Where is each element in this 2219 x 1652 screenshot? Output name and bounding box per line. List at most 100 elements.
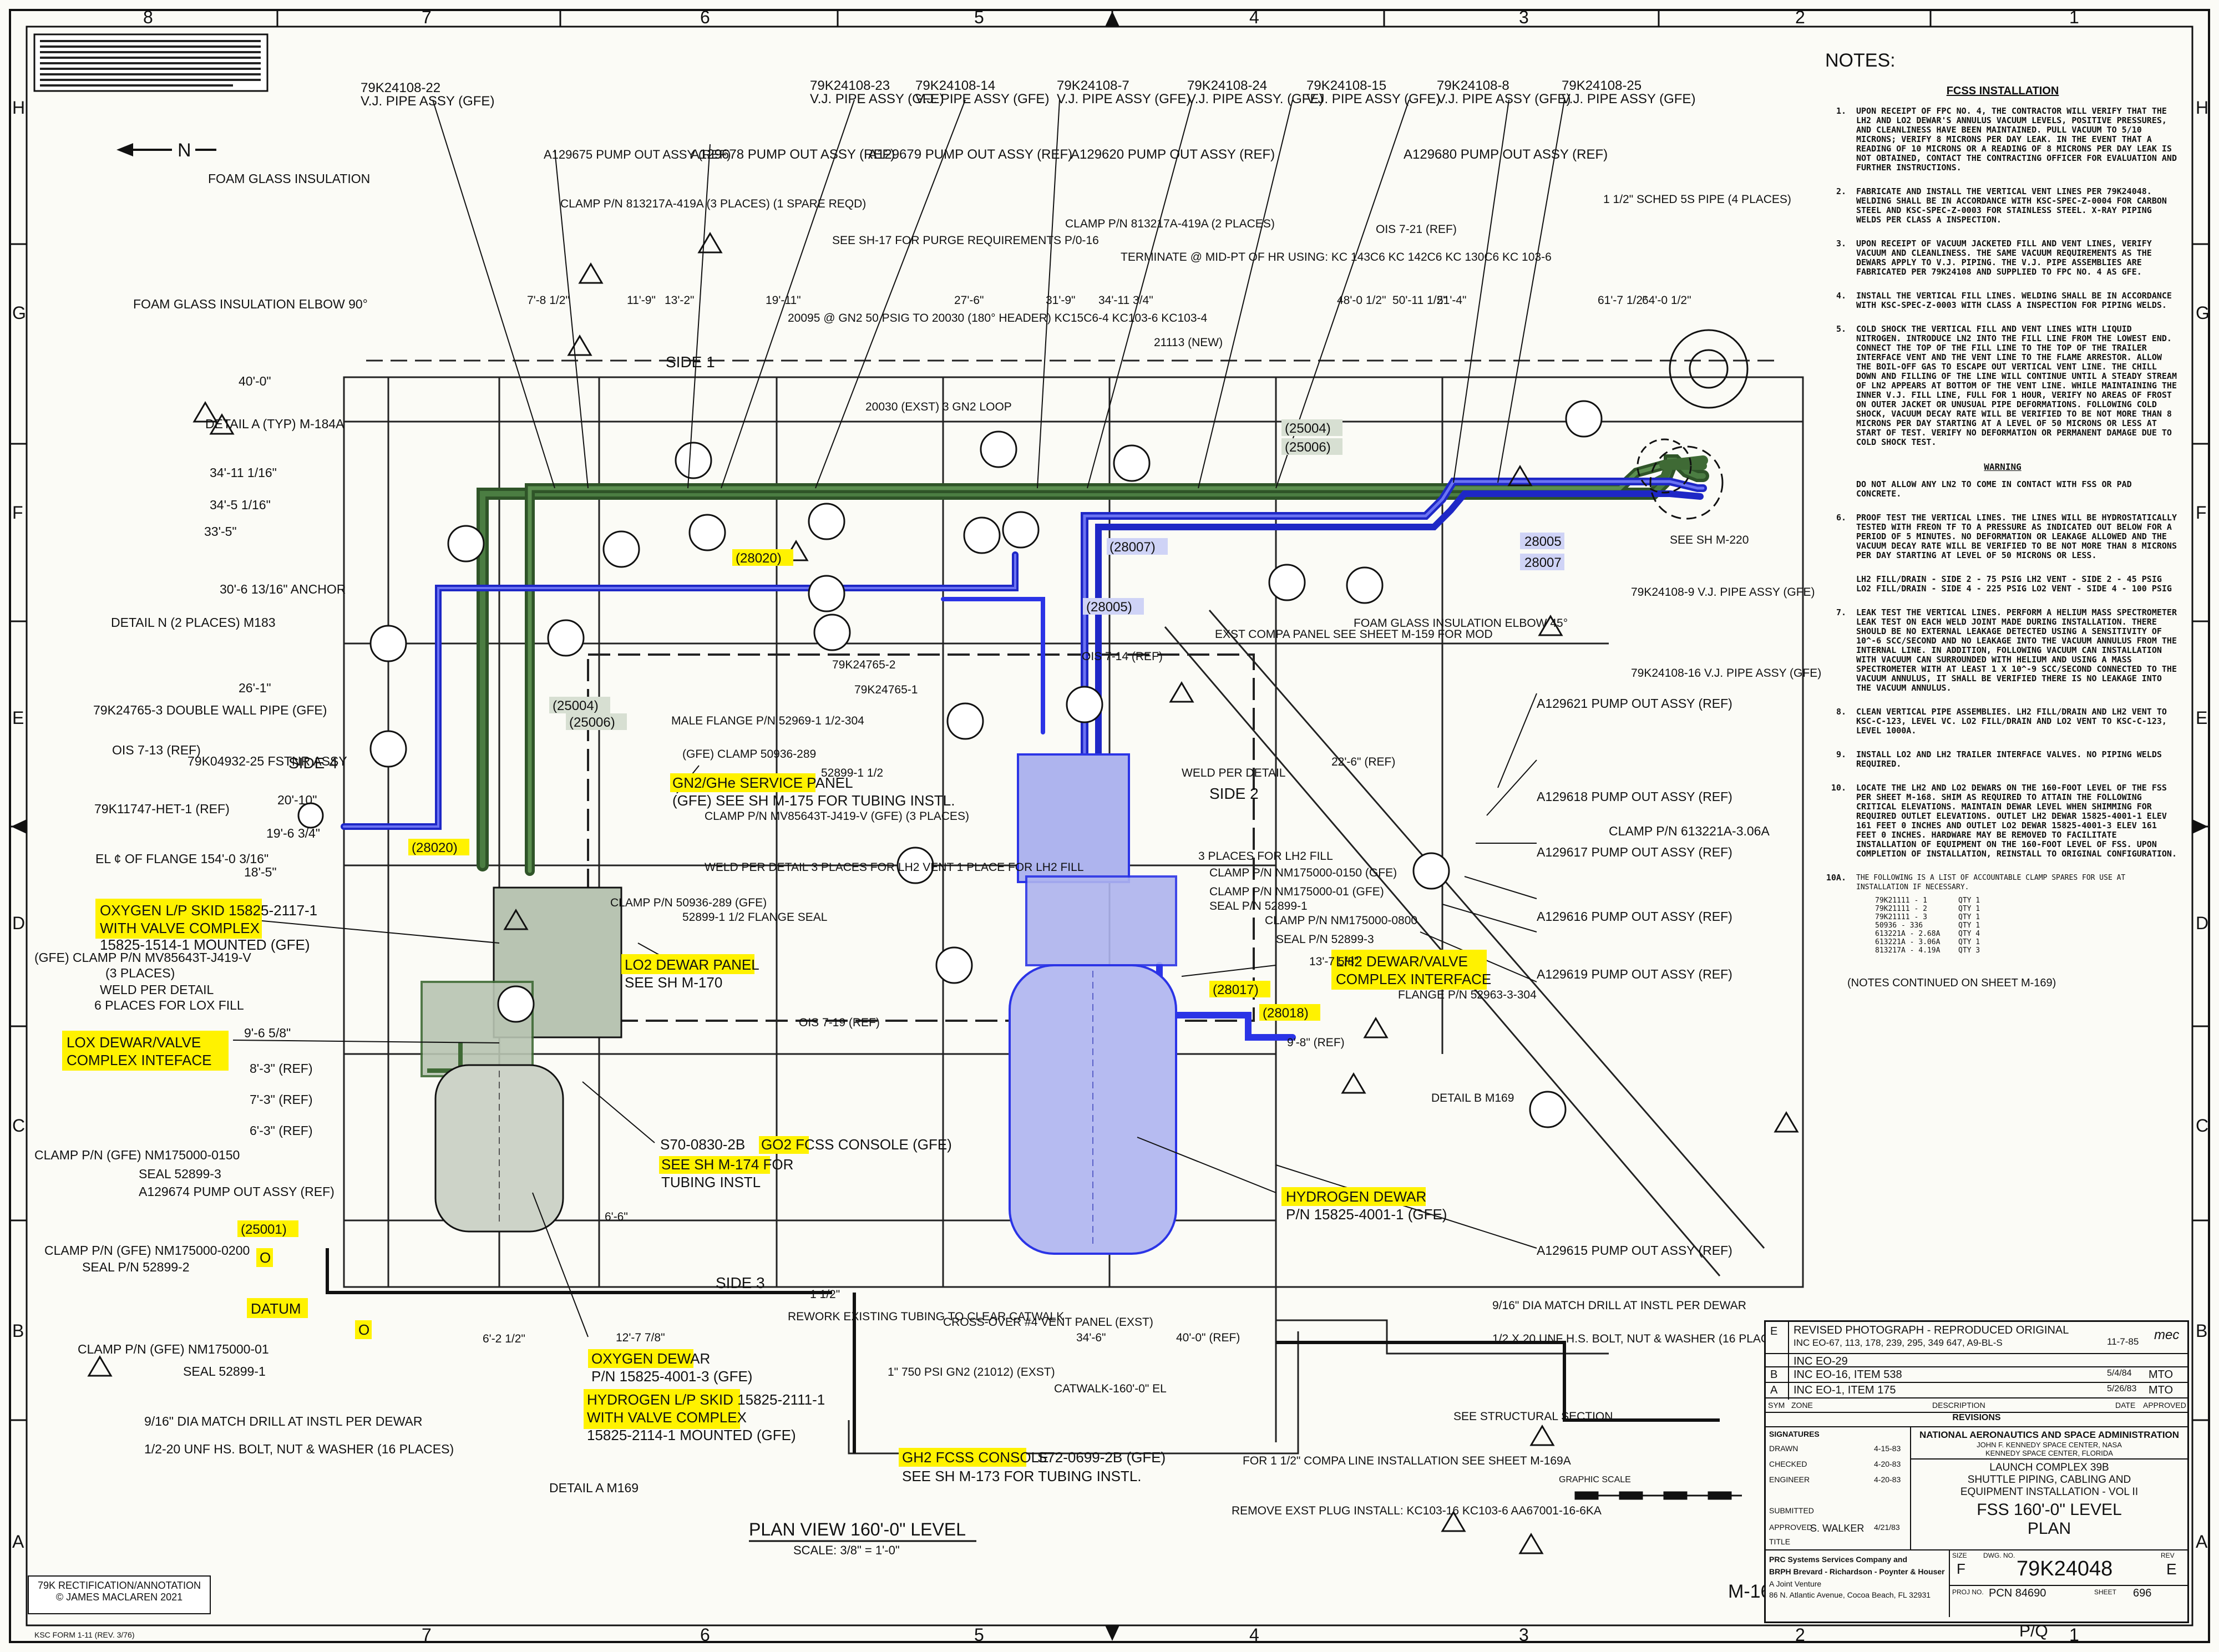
svg-text:79K24108-24: 79K24108-24 (1187, 78, 1267, 93)
note-item: 3.UPON RECEIPT OF VACUUM JACKETED FILL A… (1836, 239, 2152, 277)
svg-text:CATWALK-160'-0" EL: CATWALK-160'-0" EL (1054, 1382, 1167, 1395)
notes-heading: NOTES: (1825, 50, 1896, 71)
north-arrow: N (116, 140, 216, 161)
rev-header: ZONE (1791, 1401, 1813, 1410)
svg-text:CLAMP P/N (GFE) NM175000-0200: CLAMP P/N (GFE) NM175000-0200 (44, 1243, 250, 1258)
callout-oxygen-lp-skid: OXYGEN L/P SKID 15825-2117-1 WITH VALVE … (95, 899, 317, 953)
svg-text:20030 (EXST) 3 GN2 LOOP: 20030 (EXST) 3 GN2 LOOP (865, 401, 1012, 413)
center-arrow-top (1105, 11, 1119, 27)
svg-text:19'-11": 19'-11" (766, 294, 801, 307)
svg-text:P/N 15825-4001-1 (GFE): P/N 15825-4001-1 (GFE) (1286, 1206, 1447, 1223)
svg-text:1" 750 PSI GN2 (21012) (EXST): 1" 750 PSI GN2 (21012) (EXST) (888, 1366, 1055, 1379)
svg-text:CLAMP P/N 50936-289 (GFE): CLAMP P/N 50936-289 (GFE) (610, 896, 767, 909)
svg-text:OIS 7-14 (REF): OIS 7-14 (REF) (1082, 650, 1163, 663)
rev-date: 11-7-85 (2107, 1336, 2139, 1347)
rev-sym: E (1770, 1325, 1778, 1337)
svg-text:OIS 7-21 (REF): OIS 7-21 (REF) (1376, 223, 1457, 236)
svg-text:22'-6" (REF): 22'-6" (REF) (1331, 756, 1395, 768)
svg-text:9'-8" (REF): 9'-8" (REF) (1287, 1036, 1345, 1049)
svg-text:6 PLACES FOR LOX FILL: 6 PLACES FOR LOX FILL (94, 998, 244, 1012)
row-label: A (2196, 1532, 2208, 1552)
column-labels-top: 8 7 6 5 4 3 2 1 (143, 7, 2079, 27)
svg-text:OXYGEN L/P SKID 15825-2117-1: OXYGEN L/P SKID 15825-2117-1 (100, 902, 317, 919)
lh2-piping (341, 478, 1707, 1041)
svg-text:GN2/GHe SERVICE PANEL: GN2/GHe SERVICE PANEL (672, 774, 853, 791)
svg-text:(28017): (28017) (1213, 982, 1259, 997)
callout-lh2-dewar: LH2 DEWAR/VALVE COMPLEX INTERFACE (1331, 950, 1491, 990)
svg-text:SEE STRUCTURAL SECTION: SEE STRUCTURAL SECTION (1453, 1410, 1613, 1423)
svg-text:A129617 PUMP OUT ASSY (REF): A129617 PUMP OUT ASSY (REF) (1537, 845, 1732, 859)
svg-text:(28020): (28020) (736, 551, 782, 566)
svg-text:WELD PER DETAIL 3 PLACES FOR L: WELD PER DETAIL 3 PLACES FOR LH2 VENT 1 … (705, 861, 1084, 874)
notes-panel: NOTES: FCSS INSTALLATION 1.UPON RECEIPT … (1825, 50, 2180, 990)
row-label: E (2196, 708, 2207, 728)
note-item: 8.CLEAN VERTICAL PIPE ASSEMBLIES. LH2 FI… (1836, 707, 2167, 736)
svg-text:DATUM: DATUM (251, 1300, 301, 1317)
svg-text:18'-5": 18'-5" (244, 865, 277, 879)
svg-text:9/16" DIA MATCH DRILL AT INSTL: 9/16" DIA MATCH DRILL AT INSTL PER DEWAR (1492, 1299, 1746, 1312)
svg-text:11'-9": 11'-9" (627, 294, 656, 307)
svg-text:V.J. PIPE ASSY (GFE): V.J. PIPE ASSY (GFE) (1057, 92, 1190, 107)
svg-text:WELD PER DETAIL: WELD PER DETAIL (1182, 767, 1285, 779)
svg-text:19'-6 3/4": 19'-6 3/4" (266, 826, 320, 840)
note-item: 10A.THE FOLLOWING IS A LIST OF ACCOUNTAB… (1826, 873, 2126, 892)
col-label: 2 (1795, 7, 1805, 27)
svg-text:MALE FLANGE P/N 52969-1 1/2-30: MALE FLANGE P/N 52969-1 1/2-304 (671, 714, 864, 727)
badge-line: 79K RECTIFICATION/ANNOTATION (37, 1580, 201, 1591)
svg-text:6'-2 1/2": 6'-2 1/2" (483, 1332, 525, 1345)
svg-text:CROSS-OVER #4 VENT PANEL (EXST: CROSS-OVER #4 VENT PANEL (EXST) (943, 1316, 1153, 1329)
callout-gh2-fcss: GH2 FCSS CONSOLE S72-0699-2B (GFE) SEE S… (899, 1448, 1166, 1484)
rev-appr: MTO (2149, 1369, 2174, 1381)
svg-text:EXST COMPA PANEL SEE SHEET M-1: EXST COMPA PANEL SEE SHEET M-159 FOR MOD (1215, 628, 1493, 641)
row-label: G (2196, 303, 2210, 323)
row-label: B (12, 1321, 24, 1341)
svg-text:79K24108-8: 79K24108-8 (1437, 78, 1509, 93)
svg-text:COMPLEX INTERFACE: COMPLEX INTERFACE (1336, 971, 1491, 987)
badge-line: © JAMES MACLAREN 2021 (55, 1592, 183, 1603)
svg-text:DETAIL B M169: DETAIL B M169 (1431, 1092, 1514, 1104)
svg-text:SIDE 1: SIDE 1 (666, 353, 715, 371)
rev-heading: REVISIONS (1766, 1412, 2187, 1426)
svg-text:79K24108-16 V.J. PIPE ASSY (GF: 79K24108-16 V.J. PIPE ASSY (GFE) (1631, 667, 1821, 680)
svg-text:79K24108-25: 79K24108-25 (1562, 78, 1642, 93)
row-label: F (12, 503, 23, 523)
callout-gn2-ghe-panel: GN2/GHe SERVICE PANEL (GFE) SEE SH M-175… (670, 773, 955, 809)
rev-desc: REVISED PHOTOGRAPH - REPRODUCED ORIGINAL (1794, 1324, 2069, 1336)
callout-hydrogen-dewar: HYDROGEN DEWAR P/N 15825-4001-1 (GFE) (1281, 1187, 1447, 1223)
note-item: 6.PROOF TEST THE VERTICAL LINES. THE LIN… (1836, 513, 2177, 560)
rev-desc: INC EO-29 (1794, 1355, 1848, 1367)
svg-text:OIS 7-19 (REF): OIS 7-19 (REF) (799, 1016, 880, 1029)
signature-block: SIGNATURES DRAWN CHECKED ENGINEER SUBMIT… (1766, 1427, 1911, 1549)
svg-text:48'-0 1/2": 48'-0 1/2" (1337, 294, 1386, 307)
lh2-skid (1017, 753, 1177, 966)
row-label: D (2196, 913, 2208, 933)
svg-text:79K24108-15: 79K24108-15 (1306, 78, 1386, 93)
svg-text:7'-3" (REF): 7'-3" (REF) (250, 1092, 313, 1107)
svg-text:SEAL 52899-3: SEAL 52899-3 (139, 1167, 221, 1181)
svg-text:CLAMP P/N (GFE) NM175000-0150: CLAMP P/N (GFE) NM175000-0150 (34, 1148, 240, 1162)
svg-text:79K24108-22: 79K24108-22 (361, 80, 440, 95)
svg-text:6'-3" (REF): 6'-3" (REF) (250, 1123, 313, 1138)
svg-text:79K24765-1: 79K24765-1 (854, 683, 918, 696)
rev-header: DATE (2115, 1401, 2136, 1410)
svg-text:N: N (178, 140, 191, 161)
svg-text:(GFE) CLAMP P/N MV85643T-J419-: (GFE) CLAMP P/N MV85643T-J419-V (34, 950, 251, 965)
svg-text:LH2 DEWAR/VALVE: LH2 DEWAR/VALVE (1336, 953, 1468, 970)
svg-text:1/2-20 UNF HS. BOLT, NUT & WAS: 1/2-20 UNF HS. BOLT, NUT & WASHER (16 PL… (144, 1442, 454, 1456)
svg-text:REWORK EXISTING TUBING TO CLEA: REWORK EXISTING TUBING TO CLEAR CATWALK (788, 1310, 1064, 1323)
svg-text:HYDROGEN DEWAR: HYDROGEN DEWAR (1286, 1188, 1426, 1205)
note-item: LH2 FILL/DRAIN - SIDE 2 - 75 PSIG LH2 VE… (1856, 574, 2172, 594)
svg-text:52899-1 1/2: 52899-1 1/2 (821, 767, 883, 779)
svg-text:(25004): (25004) (553, 698, 599, 713)
svg-text:A129675 PUMP OUT ASSY (REF): A129675 PUMP OUT ASSY (REF) (544, 148, 731, 161)
svg-text:CLAMP P/N 813217A-419A (2 PLAC: CLAMP P/N 813217A-419A (2 PLACES) (1065, 217, 1275, 230)
revision-triangles (87, 232, 1799, 1554)
svg-text:79K24765-2: 79K24765-2 (832, 658, 895, 671)
vendor-block: PRC Systems Services Company and BRPH Br… (1766, 1550, 1950, 1617)
col-label: 1 (2069, 7, 2079, 27)
svg-text:A129680 PUMP OUT ASSY (REF): A129680 PUMP OUT ASSY (REF) (1404, 147, 1608, 162)
svg-text:A129618 PUMP OUT ASSY (REF): A129618 PUMP OUT ASSY (REF) (1537, 789, 1732, 804)
